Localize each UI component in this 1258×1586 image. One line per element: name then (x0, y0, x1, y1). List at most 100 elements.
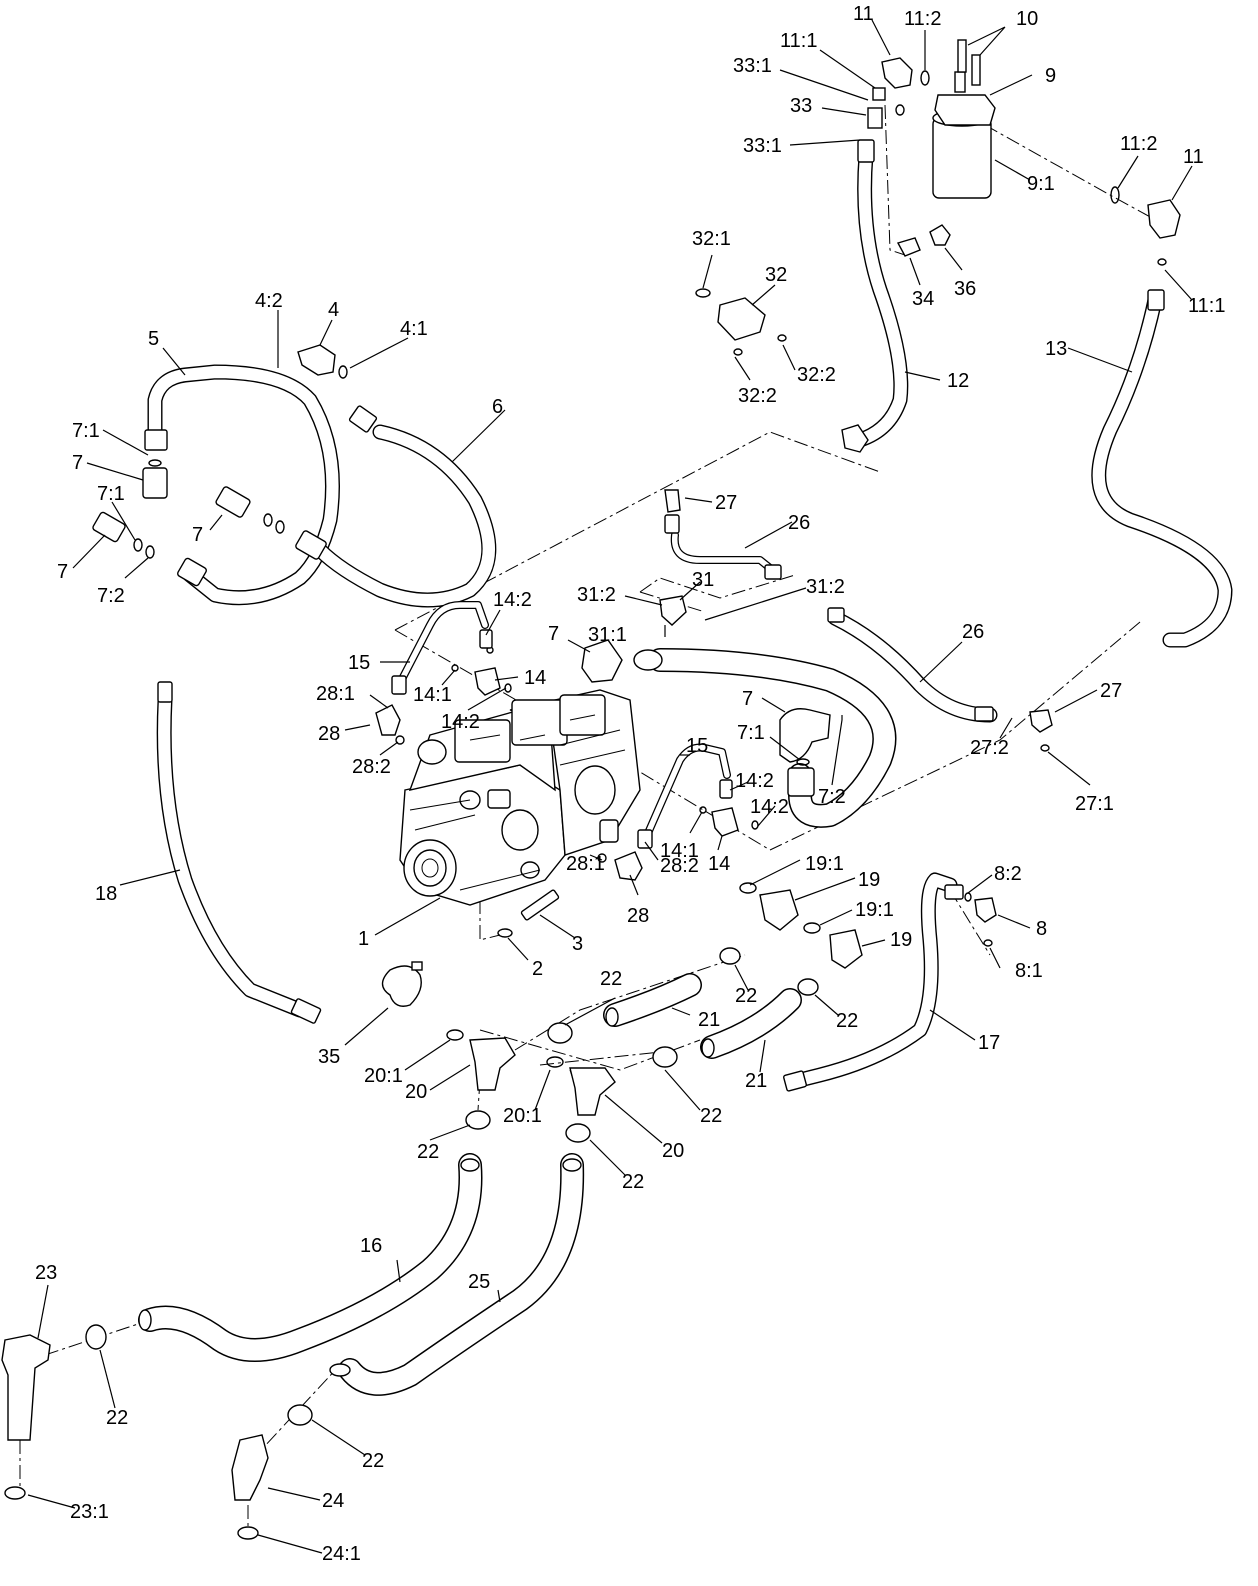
callout-22: 22 (106, 1407, 128, 1429)
callout-15: 15 (686, 735, 708, 757)
hose-26-upper (670, 531, 779, 576)
callout-33-1: 33:1 (733, 55, 772, 77)
callout-27-2: 27:2 (970, 737, 1009, 759)
callout-22: 22 (362, 1450, 384, 1472)
callout-11-2: 11:2 (904, 8, 941, 30)
callout-20: 20 (405, 1081, 427, 1103)
callout-28: 28 (318, 723, 340, 745)
o-ring-23-1 (4, 1486, 26, 1500)
tee-14-upper (474, 667, 501, 696)
callout-28-1: 28:1 (566, 853, 605, 875)
callout-22: 22 (836, 1010, 858, 1032)
callout-32-2: 32:2 (738, 385, 777, 407)
fitting-19-upper (759, 889, 799, 931)
callout-14-2: 14:2 (493, 589, 532, 611)
callout-14: 14 (524, 667, 546, 689)
callout-3: 3 (572, 933, 583, 955)
callout-31: 31 (692, 569, 714, 591)
callout-22: 22 (700, 1105, 722, 1127)
elbow-4 (297, 344, 336, 376)
callout-11-2: 11:2 (1120, 133, 1157, 155)
elbow-28-lower (614, 851, 643, 881)
callout-27: 27 (715, 492, 737, 514)
clamp-22 (719, 947, 741, 965)
callout-26: 26 (962, 621, 984, 643)
tee-14-lower (711, 807, 739, 837)
fitting-33 (867, 107, 883, 129)
callout-20-1: 20:1 (503, 1105, 542, 1127)
callout-8-2: 8:2 (994, 863, 1022, 885)
washer-2 (497, 928, 513, 938)
callout-31-2: 31:2 (577, 584, 616, 606)
callout-2: 2 (532, 958, 543, 980)
callout-7-1: 7:1 (72, 420, 100, 442)
callout-22: 22 (735, 985, 757, 1007)
callout-28-2: 28:2 (660, 855, 699, 877)
callout-7: 7 (548, 623, 559, 645)
callout-34: 34 (912, 288, 934, 310)
callout-10: 10 (1016, 8, 1038, 30)
fitting-7-pump (581, 639, 623, 683)
hydraulic-pump-1 (399, 689, 641, 906)
callout-26: 26 (788, 512, 810, 534)
fitting-7-left (142, 467, 168, 499)
elbow-7-right (779, 708, 831, 763)
callout-28-2: 28:2 (352, 756, 391, 778)
callout-14-2: 14:2 (735, 770, 774, 792)
elbow-11-right (1147, 199, 1181, 239)
callouts: 11 11:2 10 11:1 33:1 9 33 33:1 11:2 11 9… (35, 3, 1225, 1565)
callout-20: 20 (662, 1140, 684, 1162)
callout-19-1: 19:1 (805, 853, 844, 875)
callout-36: 36 (954, 278, 976, 300)
elbow-20-upper (469, 1037, 516, 1091)
callout-14-2: 14:2 (441, 711, 480, 733)
callout-14: 14 (708, 853, 730, 875)
filter-canister-9-1 (932, 117, 992, 199)
callout-11-1: 11:1 (780, 30, 817, 52)
fitting-34 (896, 237, 921, 257)
callout-32-1: 32:1 (692, 228, 731, 250)
callout-7-2: 7:2 (97, 585, 125, 607)
callout-32: 32 (765, 264, 787, 286)
callout-4: 4 (328, 299, 339, 321)
callout-23-1: 23:1 (70, 1501, 109, 1523)
callout-6: 6 (492, 396, 503, 418)
callout-35: 35 (318, 1046, 340, 1068)
fitting-7-middle (215, 486, 251, 518)
callout-33: 33 (790, 95, 812, 117)
callout-24: 24 (322, 1490, 344, 1512)
callout-21: 21 (745, 1070, 767, 1092)
callout-28: 28 (627, 905, 649, 927)
callout-21: 21 (698, 1009, 720, 1031)
fitting-27-top (664, 489, 681, 513)
fittings (1, 39, 1181, 1540)
callout-22: 22 (600, 968, 622, 990)
callout-9: 9 (1045, 65, 1056, 87)
elbow-8 (974, 897, 997, 923)
valve-32 (717, 297, 766, 341)
callout-19: 19 (858, 869, 880, 891)
hoses (138, 147, 1233, 1396)
callout-33-1: 33:1 (743, 135, 782, 157)
callout-11-1: 11:1 (1188, 295, 1225, 317)
callout-19-1: 19:1 (855, 899, 894, 921)
callout-31-1: 31:1 (588, 624, 627, 646)
tube-15-upper (396, 601, 489, 687)
callout-22: 22 (622, 1171, 644, 1193)
clamp-35 (381, 965, 422, 1007)
callout-7-1: 7:1 (97, 483, 125, 505)
callout-4-2: 4:2 (255, 290, 283, 312)
callout-20-1: 20:1 (364, 1065, 403, 1087)
callout-25: 25 (468, 1271, 490, 1293)
bolt-3 (520, 889, 560, 921)
callout-8-1: 8:1 (1015, 960, 1043, 982)
callout-1: 1 (358, 928, 369, 950)
callout-23: 23 (35, 1262, 57, 1284)
callout-32-2: 32:2 (797, 364, 836, 386)
callout-31-2: 31:2 (806, 576, 845, 598)
callout-27: 27 (1100, 680, 1122, 702)
callout-19: 19 (890, 929, 912, 951)
callout-16: 16 (360, 1235, 382, 1257)
callout-27-1: 27:1 (1075, 793, 1114, 815)
